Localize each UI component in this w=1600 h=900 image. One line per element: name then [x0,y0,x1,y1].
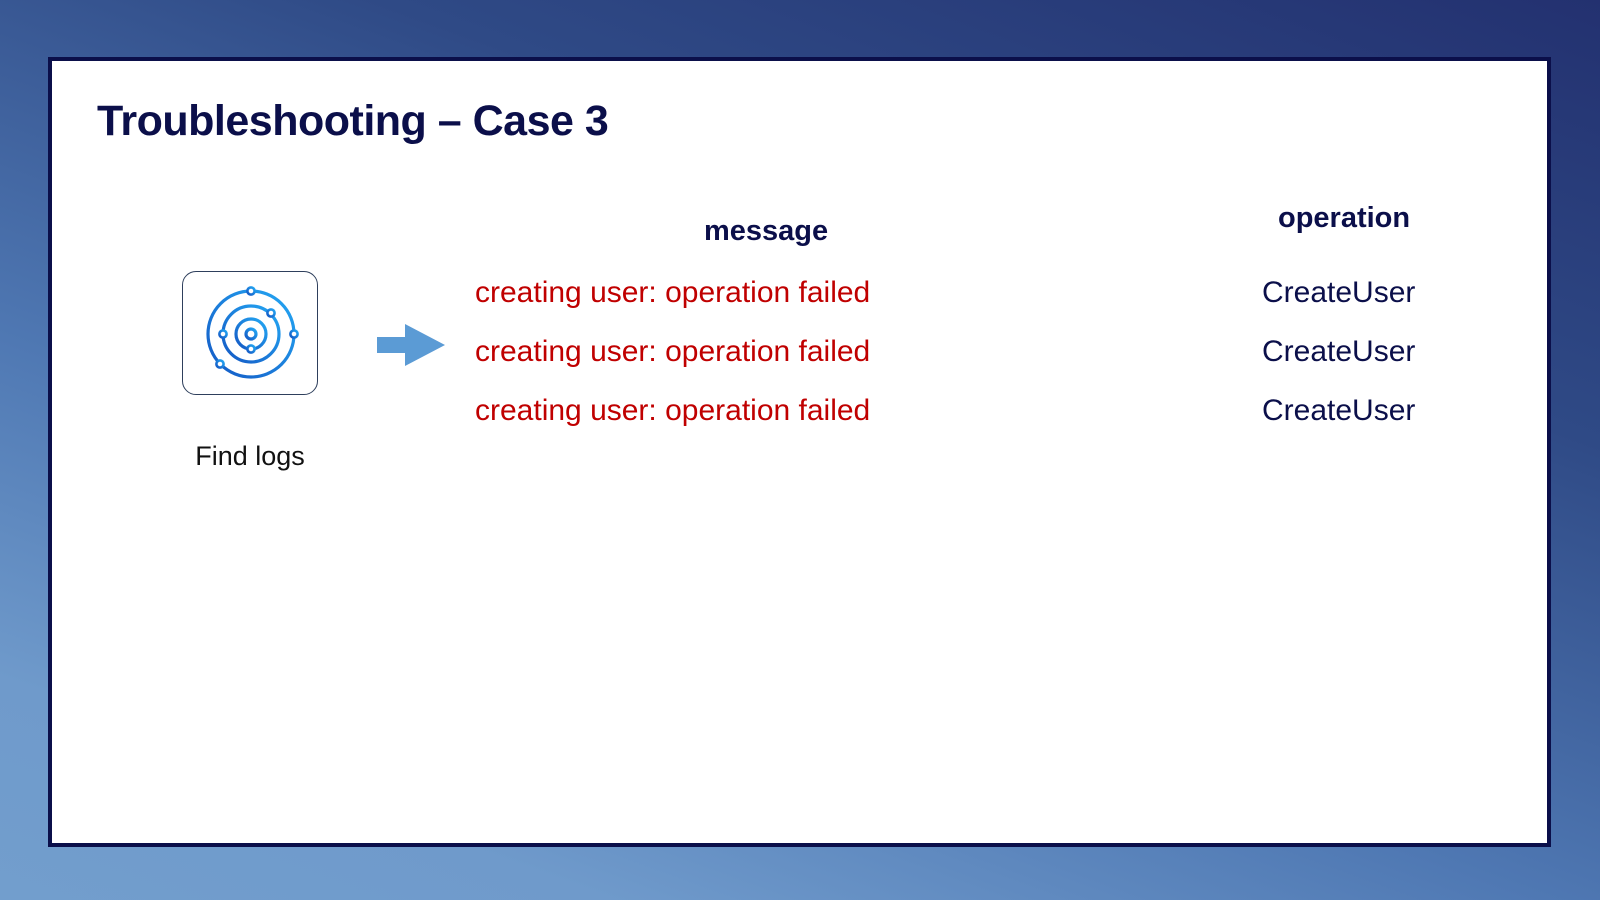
log-message: creating user: operation failed [475,276,871,309]
observability-orbit-icon [206,286,299,379]
find-logs-icon-tile [182,271,318,395]
log-operation: CreateUser [1262,276,1416,309]
find-logs-label: Find logs [195,441,305,471]
log-operation: CreateUser [1262,335,1416,368]
message-column-header: message [704,215,829,247]
arrow-right-icon [377,324,445,366]
log-message: creating user: operation failed [475,335,871,368]
log-operation: CreateUser [1262,394,1416,427]
slide-frame: Troubleshooting – Case 3 [48,57,1551,847]
operation-column-header: operation [1278,202,1411,234]
log-message: creating user: operation failed [475,394,871,427]
page-title: Troubleshooting – Case 3 [97,97,609,145]
